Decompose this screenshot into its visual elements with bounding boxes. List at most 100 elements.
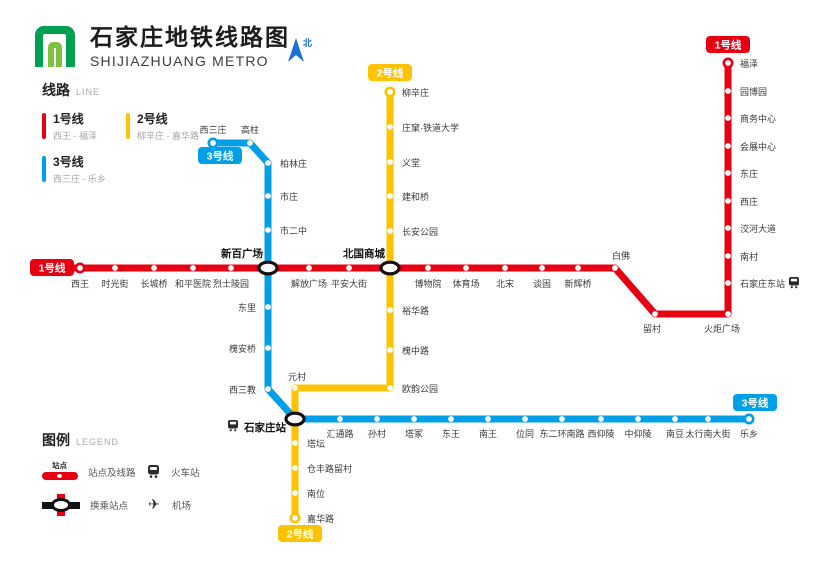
station-label: 中仰陵	[624, 428, 651, 439]
station-label: 欧韵公园	[402, 383, 438, 394]
legend-station-line-label: 站点及线路	[88, 468, 136, 479]
station-label: 博物院	[414, 278, 441, 289]
line-badge: 2号线	[368, 64, 412, 81]
line3-range: 西三庄 - 乐乡	[53, 174, 106, 184]
north-compass: 北	[283, 34, 313, 71]
station-marker	[265, 193, 271, 199]
legend-row-airport: ✈ 机场	[146, 496, 191, 513]
interchange-marker	[379, 260, 401, 276]
station-label: 塔冢	[405, 428, 423, 439]
station-label: 乐乡	[740, 428, 758, 439]
station-label: 石家庄东站	[740, 278, 785, 289]
line1-name: 1号线	[53, 112, 84, 126]
station-marker	[346, 265, 352, 271]
station-label: 北宋	[496, 278, 514, 289]
station-label: 新辉桥	[564, 278, 591, 289]
station-label: 会展中心	[740, 141, 776, 152]
legend-row-station: 站点 站点及线路	[42, 460, 136, 484]
station-marker	[425, 265, 431, 271]
station-label: 义堂	[402, 157, 420, 168]
station-label: 留村	[643, 323, 661, 334]
station-marker	[725, 311, 731, 317]
station-label: 庄窠·铁道大学	[402, 122, 459, 133]
lines-title-en: LINE	[76, 87, 101, 97]
terminus-marker	[207, 137, 219, 149]
terminus-marker	[384, 86, 396, 98]
station-label: 太行南大街	[685, 428, 730, 439]
station-marker	[292, 490, 298, 496]
station-marker	[387, 347, 393, 353]
station-label: 汇通路	[326, 428, 353, 439]
line-badge-label: 1号线	[39, 262, 66, 275]
line3-name: 3号线	[53, 155, 84, 169]
station-marker	[705, 416, 711, 422]
line-badge: 3号线	[733, 394, 777, 411]
station-marker	[485, 416, 491, 422]
north-label: 北	[303, 37, 312, 48]
station-marker	[374, 416, 380, 422]
airplane-icon: ✈	[148, 496, 160, 512]
north-arrow-icon	[288, 38, 304, 62]
station-label: 柏林庄	[280, 158, 307, 169]
legend-line-1: 1号线 西王 - 福泽	[42, 113, 97, 142]
station-marker	[387, 385, 393, 391]
legend-line-3: 3号线 西三庄 - 乐乡	[42, 156, 106, 185]
line-badge: 3号线	[198, 147, 242, 164]
station-label: 市庄	[280, 191, 298, 202]
legend-station-dot	[57, 474, 62, 478]
train-station-icon	[228, 420, 238, 432]
legend-row-interchange: 换乘站点	[42, 494, 128, 516]
station-marker	[725, 88, 731, 94]
station-label: 商务中心	[740, 113, 776, 124]
metro-line-3	[209, 139, 753, 423]
station-marker	[265, 160, 271, 166]
station-marker	[387, 159, 393, 165]
line-badge-label: 3号线	[207, 150, 234, 163]
station-label: 解放广场	[291, 278, 327, 289]
station-label: 柳辛庄	[402, 87, 429, 98]
station-marker	[612, 265, 618, 271]
station-marker	[725, 198, 731, 204]
station-marker	[228, 265, 234, 271]
station-label: 嘉华路	[307, 513, 334, 524]
station-marker	[292, 385, 298, 391]
line2-name: 2号线	[137, 112, 168, 126]
station-marker	[292, 465, 298, 471]
station-label: 裕华路	[402, 305, 429, 316]
line-badge-label: 1号线	[715, 39, 742, 52]
station-label: 烈士陵园	[213, 278, 249, 289]
station-marker	[292, 440, 298, 446]
station-label: 新百广场	[221, 247, 263, 260]
station-label: 南王	[479, 428, 497, 439]
station-marker	[575, 265, 581, 271]
line-badge: 1号线	[706, 36, 750, 53]
header: 石家庄地铁线路图 SHIJIAZHUANG METRO	[34, 24, 290, 69]
metro-line-1	[62, 59, 732, 318]
station-marker	[725, 225, 731, 231]
page-title: 石家庄地铁线路图	[90, 24, 290, 50]
station-marker	[725, 253, 731, 259]
station-label: 西庄	[740, 196, 758, 207]
station-label: 南豆	[666, 428, 684, 439]
station-label: 西三庄	[199, 124, 226, 135]
station-label: 和平医院	[175, 278, 211, 289]
station-label: 北国商城	[343, 247, 385, 260]
station-label: 白佛	[612, 250, 630, 261]
line-badge: 1号线	[30, 259, 74, 276]
station-label: 东里	[238, 302, 256, 313]
station-marker	[652, 311, 658, 317]
station-marker	[725, 170, 731, 176]
station-label: 园博园	[740, 86, 767, 97]
station-marker	[539, 265, 545, 271]
station-marker	[725, 280, 731, 286]
legend-airport-label: 机场	[172, 500, 192, 512]
station-label: 体育场	[452, 278, 479, 289]
interchange-marker	[257, 260, 279, 276]
station-label: 火炬广场	[704, 323, 740, 334]
